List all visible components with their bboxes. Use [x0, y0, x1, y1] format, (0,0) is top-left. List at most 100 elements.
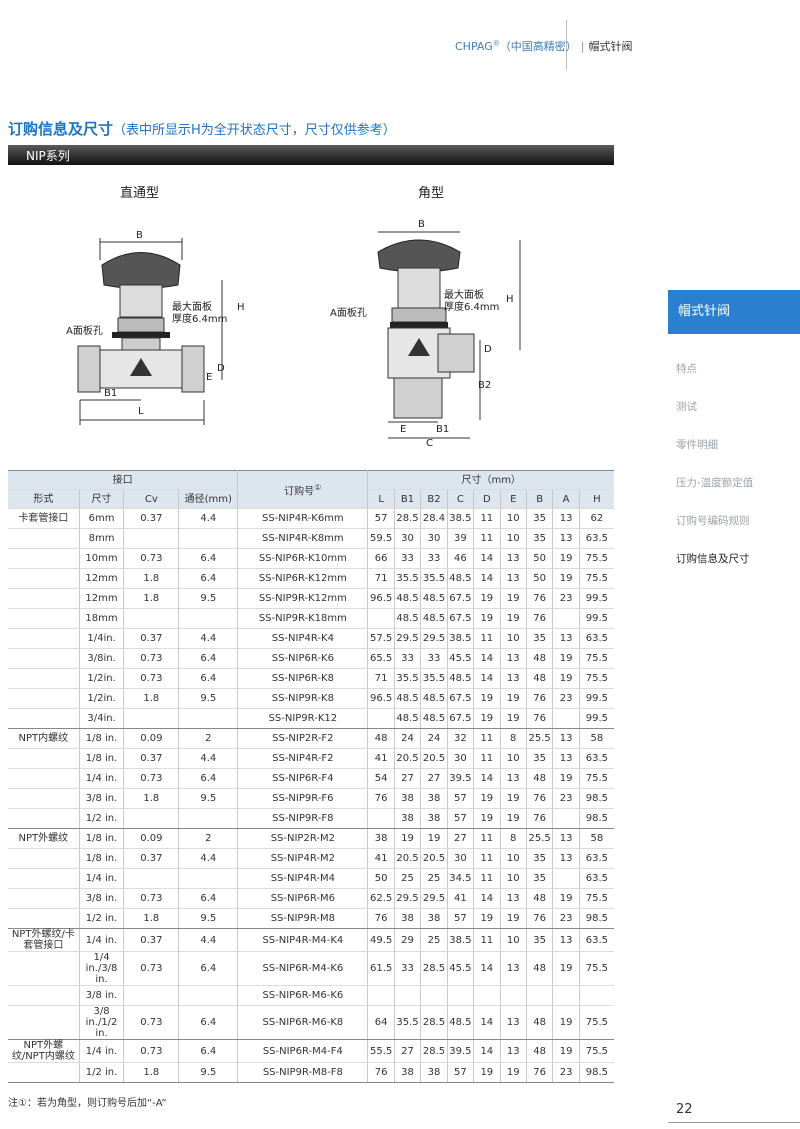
- table-cell: 19: [500, 1062, 527, 1083]
- table-cell: 3/8in.: [79, 648, 125, 669]
- sidebar-active-product[interactable]: 帽式针阀: [668, 290, 800, 334]
- straight-l: L: [138, 406, 144, 417]
- table-cell: 25.5: [526, 728, 554, 749]
- table-cell: 4.4: [178, 848, 239, 869]
- table-cell: [8, 588, 80, 609]
- table-cell: [552, 808, 580, 829]
- straight-valve-drawing: [77, 238, 223, 425]
- table-cell: [123, 808, 180, 829]
- table-cell: 8: [500, 728, 527, 749]
- table-cell: 1/4 in.: [79, 928, 125, 952]
- table-cell: SS-NIP6R-K10mm: [237, 548, 369, 569]
- table-cell: 14: [473, 768, 501, 789]
- table-cell: 25: [420, 928, 448, 952]
- table-cell: 38: [367, 828, 395, 849]
- table-cell: 48.5: [394, 688, 422, 709]
- table-cell: 0.73: [123, 1039, 180, 1063]
- table-cell: 35.5: [420, 668, 448, 689]
- table-cell: [8, 748, 80, 769]
- table-cell: 38.5: [447, 928, 475, 952]
- table-cell: 57: [447, 908, 475, 929]
- table-cell: 3/4in.: [79, 708, 125, 729]
- table-cell: 1/2in.: [79, 668, 125, 689]
- table-cell: 41: [447, 888, 475, 909]
- table-cell: 3/8 in./1/2 in.: [79, 1005, 125, 1040]
- table-cell: SS-NIP6R-M4-F4: [237, 1039, 369, 1063]
- table-cell: 19: [500, 588, 527, 609]
- table-cell: 3/8 in.: [79, 888, 125, 909]
- sidebar-item-pressure-temp[interactable]: 压力-温度额定值: [676, 477, 754, 489]
- table-cell: 35: [526, 508, 554, 529]
- sidebar-item-ordering-info[interactable]: 订购信息及尺寸: [676, 553, 750, 565]
- table-cell: [178, 808, 239, 829]
- table-cell: SS-NIP6R-M6-K8: [237, 1005, 369, 1040]
- table-cell: 19: [552, 888, 580, 909]
- sidebar-item-ordering-rules[interactable]: 订购号编码规则: [676, 515, 750, 527]
- table-cell: 9.5: [178, 788, 239, 809]
- table-cell: 35: [526, 928, 554, 952]
- table-cell: SS-NIP4R-K6mm: [237, 508, 369, 529]
- angle-b1: B1: [436, 424, 450, 435]
- table-cell: 48: [526, 951, 554, 986]
- table-cell: 38: [394, 788, 422, 809]
- table-cell: 19: [552, 568, 580, 589]
- table-cell: 1/4 in.: [79, 868, 125, 889]
- straight-h: H: [237, 302, 245, 313]
- table-cell: 23: [552, 688, 580, 709]
- footnote: 注①：若为角型，则订购号后加“-A”: [8, 1098, 167, 1109]
- table-cell: 75.5: [579, 568, 614, 589]
- sidebar-item-testing[interactable]: 测试: [676, 401, 697, 413]
- table-cell: [123, 528, 180, 549]
- table-cell: [367, 708, 395, 729]
- table-cell: 19: [552, 951, 580, 986]
- table-cell: 57: [447, 808, 475, 829]
- table-cell: 1.8: [123, 1062, 180, 1083]
- straight-panel: 最大面板: [172, 302, 212, 313]
- straight-b: B: [136, 230, 143, 241]
- table-cell: 27: [394, 768, 422, 789]
- angle-title: 角型: [418, 186, 445, 201]
- table-cell: 0.73: [123, 668, 180, 689]
- angle-c: C: [426, 438, 433, 449]
- table-cell: 41: [367, 748, 395, 769]
- table-cell: SS-NIP4R-M2: [237, 848, 369, 869]
- table-cell: 98.5: [579, 808, 614, 829]
- table-cell: 48: [526, 1039, 554, 1063]
- table-cell: [367, 608, 395, 629]
- table-cell: 13: [552, 848, 580, 869]
- table-cell: 20.5: [394, 748, 422, 769]
- table-cell: [123, 608, 180, 629]
- table-cell: 1/2 in.: [79, 808, 125, 829]
- table-cell: 13: [552, 748, 580, 769]
- sidebar-item-features[interactable]: 特点: [676, 363, 697, 375]
- table-cell: [552, 608, 580, 629]
- table-cell: SS-NIP9R-M8-F8: [237, 1062, 369, 1083]
- table-cell: 10: [500, 928, 527, 952]
- table-cell: 67.5: [447, 708, 475, 729]
- table-cell: 41: [367, 848, 395, 869]
- table-cell: [178, 608, 239, 629]
- table-cell: 1/2 in.: [79, 1062, 125, 1083]
- table-cell: SS-NIP4R-K8mm: [237, 528, 369, 549]
- table-cell: 18mm: [79, 608, 125, 629]
- table-cell: 1/4 in.: [79, 1039, 125, 1063]
- table-cell: 48: [526, 668, 554, 689]
- table-cell: 20.5: [420, 748, 448, 769]
- table-cell: 28.4: [420, 508, 448, 529]
- table-cell: 0.73: [123, 951, 180, 986]
- table-cell: 32: [447, 728, 475, 749]
- table-cell: 27: [447, 828, 475, 849]
- table-cell: 13: [500, 951, 527, 986]
- table-cell: 11: [473, 528, 501, 549]
- table-cell: 48.5: [420, 588, 448, 609]
- table-cell: SS-NIP4R-K4: [237, 628, 369, 649]
- table-cell: 76: [526, 708, 554, 729]
- table-cell: 19: [473, 588, 501, 609]
- table-cell: 10: [500, 748, 527, 769]
- table-cell: 48: [526, 888, 554, 909]
- table-cell: 99.5: [579, 688, 614, 709]
- sidebar-item-parts[interactable]: 零件明细: [676, 439, 718, 451]
